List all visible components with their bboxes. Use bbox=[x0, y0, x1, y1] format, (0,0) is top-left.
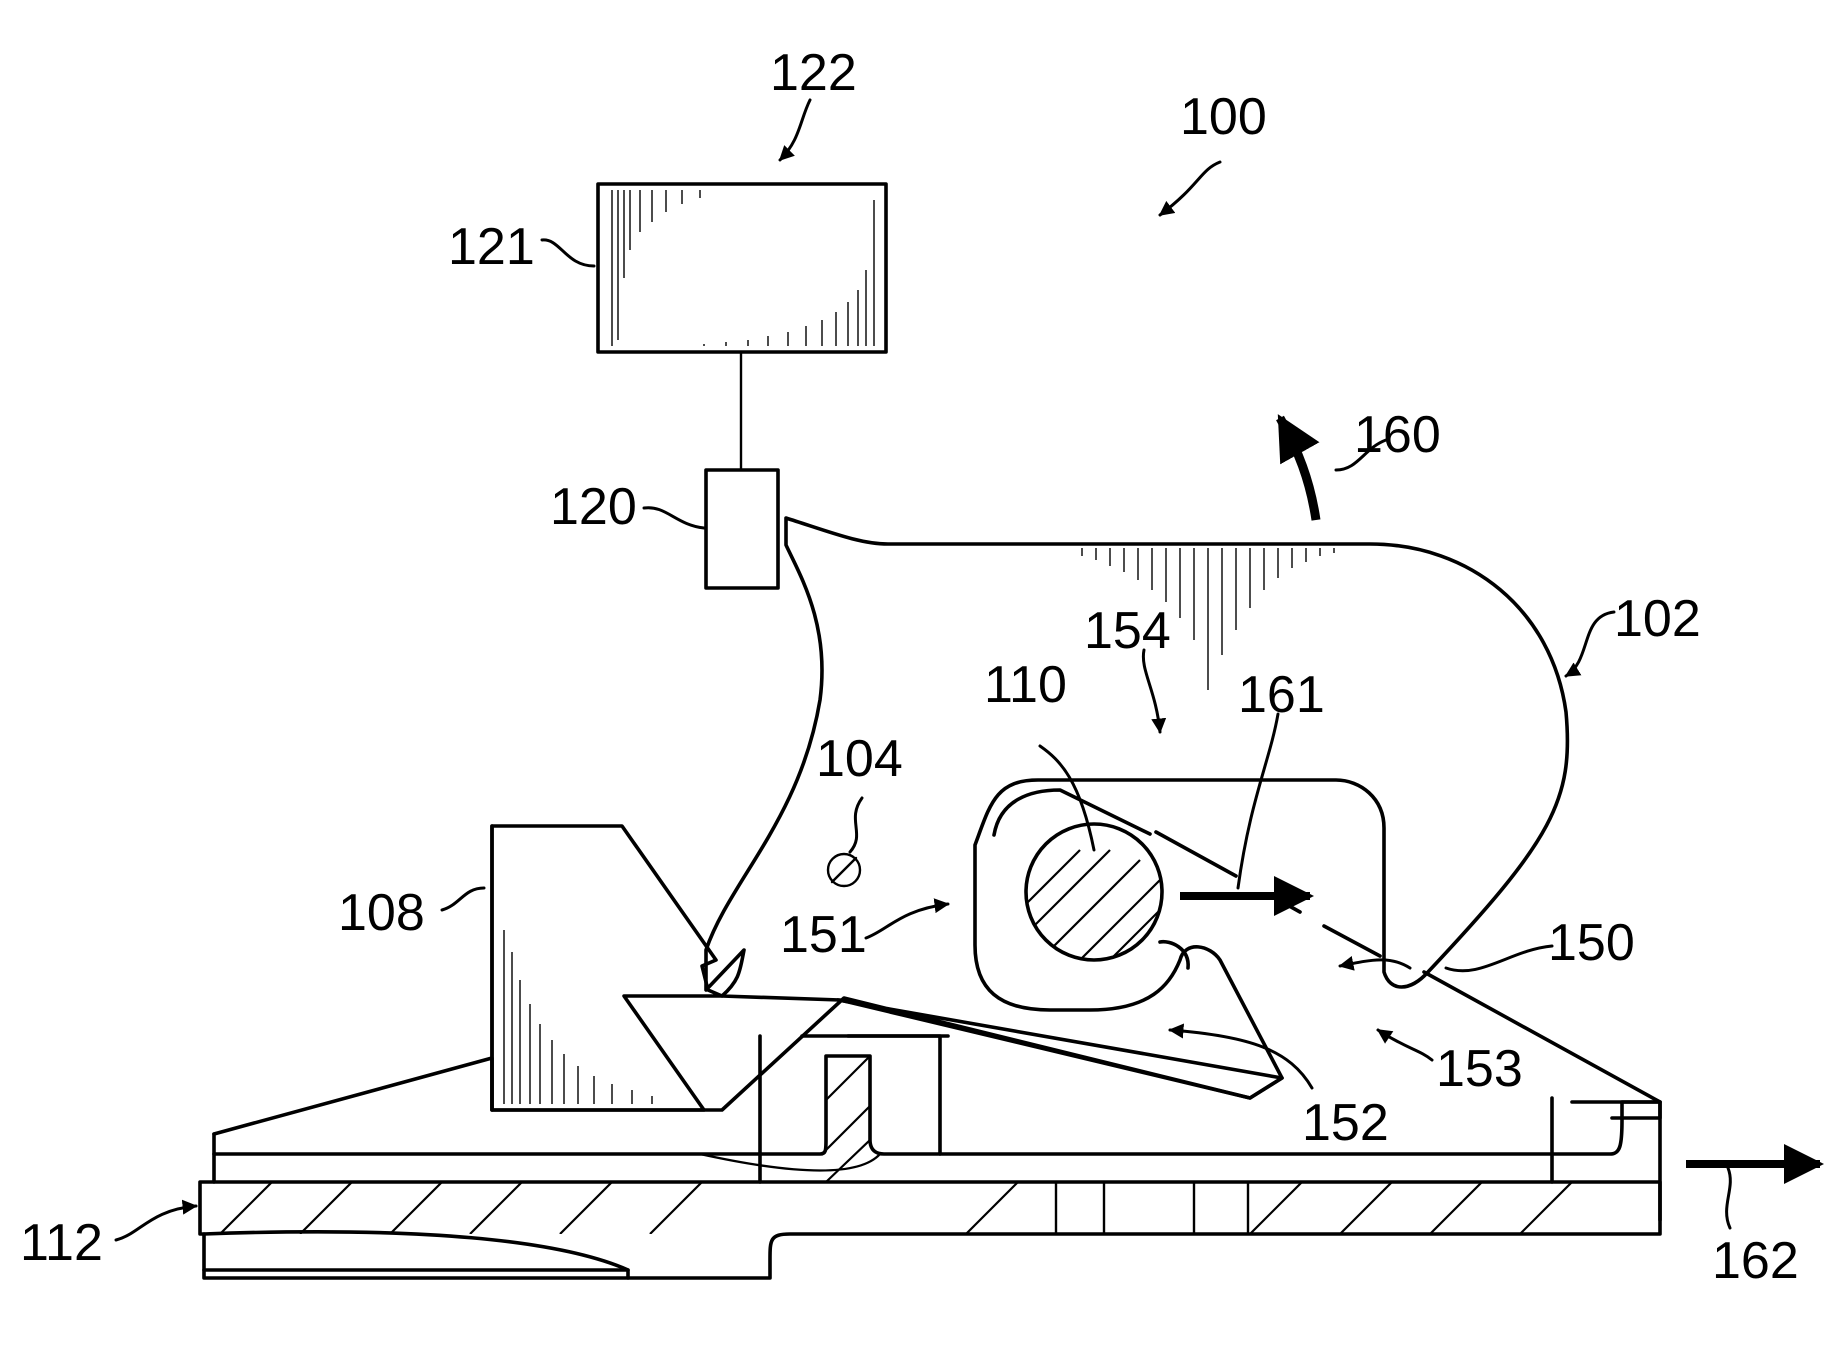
label-122: 122 bbox=[770, 44, 857, 102]
label-100: 100 bbox=[1180, 88, 1267, 146]
label-110: 110 bbox=[984, 656, 1067, 714]
label-150: 150 bbox=[1548, 914, 1635, 972]
catch bbox=[492, 826, 722, 1110]
label-162: 162 bbox=[1712, 1232, 1799, 1290]
label-153: 153 bbox=[1436, 1040, 1523, 1098]
label-154: 154 bbox=[1084, 602, 1171, 660]
sensor-target bbox=[828, 854, 860, 886]
latch-pawl bbox=[706, 518, 1660, 1102]
controller-box bbox=[598, 184, 886, 352]
label-121: 121 bbox=[448, 218, 535, 276]
arrow-160 bbox=[1280, 418, 1316, 520]
reference-numerals: 122 100 121 160 120 102 154 110 161 104 … bbox=[20, 44, 1799, 1290]
label-160: 160 bbox=[1354, 406, 1441, 464]
label-120: 120 bbox=[550, 478, 637, 536]
label-102: 102 bbox=[1614, 590, 1701, 648]
label-161: 161 bbox=[1238, 666, 1325, 724]
label-152: 152 bbox=[1302, 1094, 1389, 1152]
sensor bbox=[706, 470, 778, 588]
pivot-pin bbox=[1000, 824, 1180, 1000]
label-151: 151 bbox=[780, 906, 867, 964]
label-108: 108 bbox=[338, 884, 425, 942]
label-112: 112 bbox=[20, 1214, 103, 1272]
label-104: 104 bbox=[816, 730, 903, 788]
